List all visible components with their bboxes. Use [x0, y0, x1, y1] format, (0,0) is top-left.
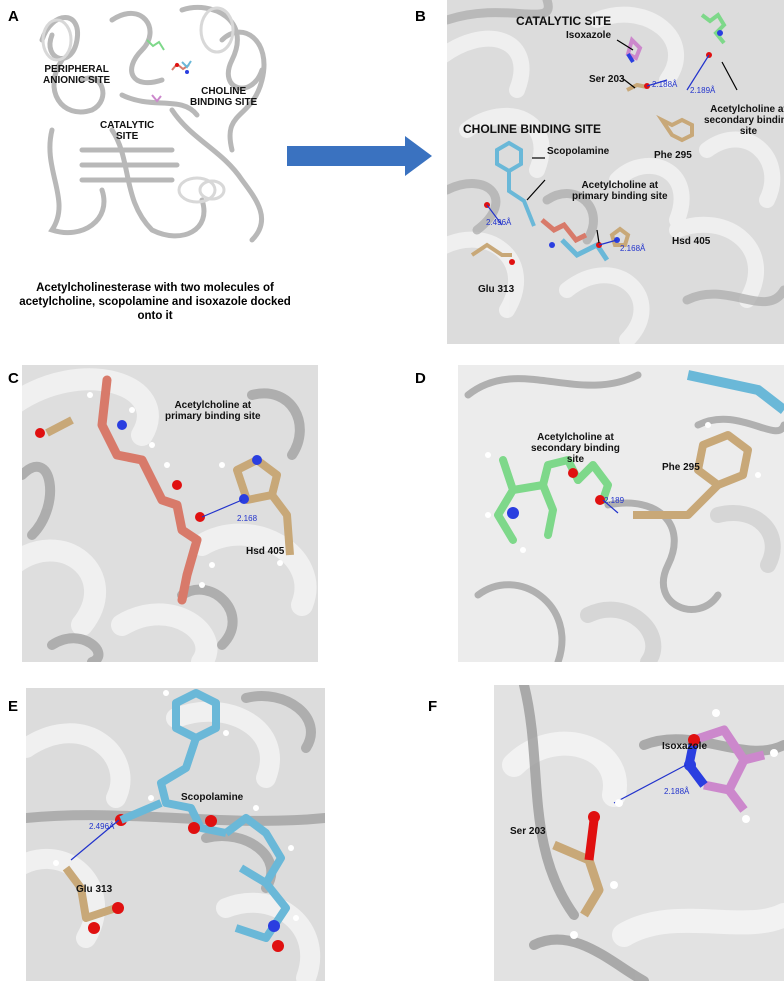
distance-label-f1: 2.188Å	[664, 787, 690, 796]
ser203-label-f: Ser 203	[510, 826, 546, 837]
isoxazole-label-b: Isoxazole	[566, 30, 612, 41]
catalytic-site-label: CATALYTIC SITE	[100, 120, 155, 142]
panel-b-letter: B	[415, 8, 426, 25]
isoxazole-label-f: Isoxazole	[662, 741, 708, 752]
catalytic-site-closeup	[502, 685, 784, 981]
acetylcholine-secondary-label-b: Acetylcholine at secondary binding site	[704, 104, 784, 137]
secondary-binding-site-closeup	[464, 370, 784, 662]
scopolamine-label-b: Scopolamine	[547, 146, 610, 157]
panel-d-letter: D	[415, 370, 426, 387]
catalytic-site-title: CATALYTIC SITE	[516, 14, 612, 28]
hsd405-label-c: Hsd 405	[246, 546, 285, 557]
choline-binding-site-label: CHOLINE BINDING SITE	[190, 86, 258, 108]
distance-label-e1: 2.496Å	[89, 822, 115, 831]
primary-binding-site-closeup	[22, 368, 317, 662]
ser203-label-b: Ser 203	[589, 74, 625, 85]
glu313-label-e: Glu 313	[76, 884, 113, 895]
distance-label-b1: 2.188Å	[652, 80, 678, 89]
phe295-label-b: Phe 295	[654, 150, 692, 161]
binding-sites-closeup	[447, 0, 784, 344]
phe295-label-d: Phe 295	[662, 462, 700, 473]
scopolamine-label-e: Scopolamine	[181, 792, 244, 803]
panel-c-image	[22, 365, 318, 662]
panel-e-letter: E	[8, 698, 19, 715]
panel-a-letter: A	[8, 8, 19, 25]
panel-a-caption: Acetylcholinesterase with two molecules …	[19, 282, 291, 322]
panel-e-image	[26, 688, 325, 981]
distance-label-b4: 2.168Å	[620, 244, 646, 253]
distance-label-b3: 2.496Å	[486, 218, 512, 227]
panel-d-image	[458, 365, 784, 662]
right-arrow-icon	[287, 136, 432, 176]
scopolamine-site-closeup	[26, 689, 325, 981]
hsd405-label-b: Hsd 405	[672, 236, 711, 247]
acetylcholine-primary-label-b: Acetylcholine at primary binding site	[572, 180, 668, 202]
panel-f-letter: F	[428, 698, 438, 715]
distance-label-d1: 2.189	[604, 496, 625, 505]
acetylcholine-secondary-label-d: Acetylcholine at secondary binding site	[531, 432, 620, 465]
panel-c-letter: C	[8, 370, 19, 387]
panel-a-image	[22, 0, 287, 262]
peripheral-anionic-site-label: PERIPHERAL ANIONIC SITE	[43, 64, 111, 86]
panel-f-image	[494, 685, 784, 981]
protein-structure-overview	[39, 4, 267, 243]
panel-b-image	[447, 0, 784, 344]
glu313-label-b: Glu 313	[478, 284, 515, 295]
acetylcholine-primary-label-c: Acetylcholine at primary binding site	[165, 400, 261, 422]
distance-label-b2: 2.189Å	[690, 86, 716, 95]
distance-label-c1: 2.168	[237, 514, 258, 523]
choline-binding-site-title: CHOLINE BINDING SITE	[463, 122, 602, 136]
